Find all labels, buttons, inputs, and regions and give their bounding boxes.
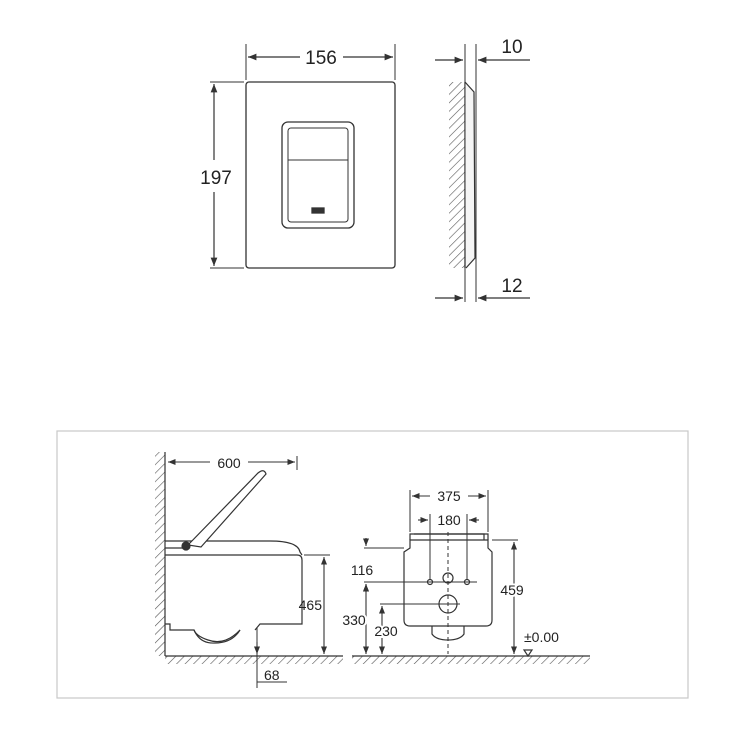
plate-logo	[311, 207, 325, 214]
plate-depth-bottom-label: 12	[501, 276, 522, 297]
holes-spacing-label: 180	[437, 512, 461, 528]
side-height-label: 465	[299, 597, 323, 613]
plate-depth-top-label: 10	[501, 37, 522, 58]
plate-profile	[464, 81, 476, 269]
front-width-label: 375	[437, 488, 461, 504]
wc-lid-open	[186, 470, 267, 548]
total-height-label: 459	[500, 582, 524, 598]
wc-front-view	[352, 490, 590, 664]
plate-button-inner	[287, 127, 349, 223]
plate-height-label: 197	[200, 168, 232, 189]
side-wall-hatch	[155, 452, 165, 656]
side-length-label: 600	[217, 455, 241, 471]
floor-level-label: ±0.00	[524, 629, 559, 645]
plate-width-label: 156	[305, 48, 337, 69]
wc-bowl-front	[403, 539, 493, 627]
outlet-height-label: 230	[374, 623, 398, 639]
side-floor-hatch	[165, 656, 343, 664]
hole-height-label: 330	[342, 612, 366, 628]
wc-hinge	[181, 541, 191, 551]
wc-side-view	[155, 452, 343, 688]
level-marker	[522, 649, 534, 658]
front-floor-hatch	[352, 656, 590, 664]
plate-outline	[245, 81, 396, 269]
wall-hatch	[449, 82, 465, 268]
wc-panel-frame	[56, 430, 689, 699]
wc-seat-front	[409, 533, 489, 540]
flush-plate-front	[210, 44, 396, 269]
plate-button-frame	[281, 121, 355, 229]
wc-seat-side	[165, 540, 303, 556]
wc-bowl-side	[165, 554, 303, 643]
top-to-hole-label: 116	[351, 562, 374, 578]
side-depth-label: 68	[264, 667, 280, 683]
flush-plate-side	[449, 44, 477, 302]
